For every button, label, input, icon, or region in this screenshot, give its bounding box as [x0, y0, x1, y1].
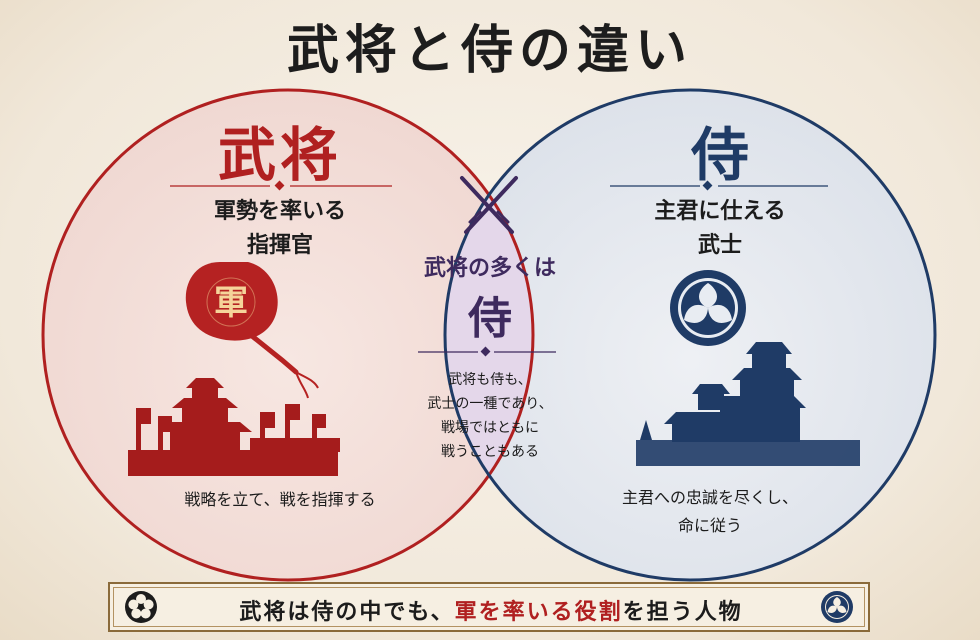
right-divider — [610, 180, 828, 191]
summary-banner: 武将は侍の中でも、軍を率いる役割を担う人物 — [108, 582, 870, 632]
war-fan-icon — [185, 262, 319, 399]
summary-text: 武将は侍の中でも、軍を率いる役割を担う人物 — [239, 599, 743, 625]
center-divider — [418, 346, 556, 357]
left-divider — [170, 180, 392, 191]
right-crest-icon — [821, 591, 853, 623]
overlap-title-big: 侍 — [468, 293, 512, 344]
samurai-description: 主君への忠誠を尽くし、 命に従う — [621, 488, 798, 535]
left-castle-icon — [128, 378, 340, 476]
samurai-heading: 侍 — [690, 121, 749, 189]
samurai-general-description: 戦略を立て、戦を指揮する — [184, 490, 376, 509]
page-title: 武将と侍の違い — [286, 20, 693, 81]
crossed-swords-icon — [460, 176, 518, 234]
family-crest-icon — [670, 270, 746, 346]
samurai-general-heading: 武将 — [217, 121, 342, 189]
right-castle-icon — [636, 342, 860, 466]
overlap-title-line: 武将の多くは — [423, 255, 556, 281]
left-crest-icon — [125, 591, 157, 623]
overlap-description: 武将も侍も、 武士の一種であり、 戦場ではともに 戦うこともある — [427, 372, 553, 460]
samurai-subtitle: 主君に仕える 武士 — [654, 198, 786, 258]
war-fan-glyph: 軍 — [214, 283, 248, 323]
samurai-general-subtitle: 軍勢を率いる 指揮官 — [213, 198, 346, 258]
summary-highlight: 軍を率いる役割 — [454, 599, 623, 625]
